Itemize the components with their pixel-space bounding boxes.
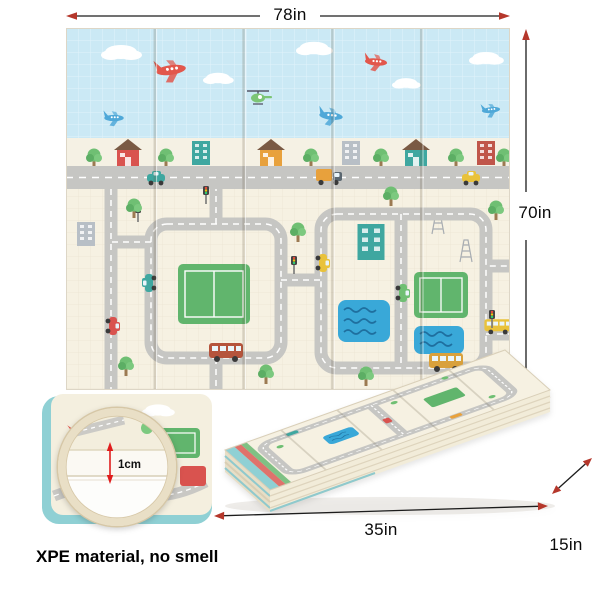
unfolded-height-label: 70in	[518, 203, 552, 222]
thickness-label: 1cm	[118, 459, 141, 471]
swimming-pool	[414, 326, 464, 354]
unfolded-play-mat	[66, 28, 510, 390]
thickness-zoom-circle: 1cm	[56, 406, 178, 528]
zoom-content	[62, 412, 172, 522]
fold-lines	[153, 28, 424, 390]
folded-mat-shadow	[225, 497, 555, 515]
play-area	[66, 186, 510, 390]
mat-border	[66, 28, 510, 390]
folded-play-mat	[224, 349, 555, 515]
folded-length-label: 35in	[364, 520, 398, 539]
green-court	[178, 264, 250, 324]
folded-mat-front-face	[269, 390, 551, 512]
green-court	[414, 272, 468, 318]
folded-mat-left-face	[224, 450, 271, 512]
zoom-ring	[58, 408, 176, 526]
width-dimension-arrow	[66, 12, 510, 20]
folded-depth-dimension-arrow	[552, 458, 592, 494]
swimming-pool	[338, 300, 390, 342]
unfolded-width-label: 78in	[273, 5, 307, 24]
horizontal-road	[66, 166, 510, 189]
thickness-arrow	[106, 442, 114, 484]
folded-length-dimension-arrow	[214, 502, 548, 520]
folded-depth-label: 15in	[549, 535, 583, 554]
city-row	[66, 138, 510, 168]
folded-mat-top-face	[224, 349, 551, 491]
sky-band	[66, 28, 510, 138]
material-note: XPE material, no smell	[36, 547, 219, 566]
